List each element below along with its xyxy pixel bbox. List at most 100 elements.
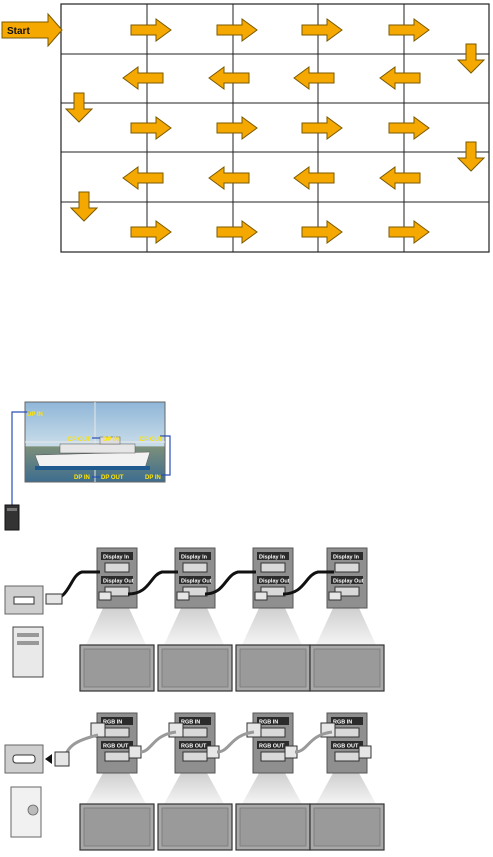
light-beam	[86, 608, 146, 645]
dvi-cable-link-2	[204, 570, 256, 596]
arrow-left-icon	[208, 166, 250, 190]
port-out-label-bg	[331, 741, 363, 749]
label-dp-in-top: DP IN	[27, 412, 43, 418]
port-out-label: Display Out	[103, 579, 134, 585]
arrow-down-icon	[69, 191, 99, 222]
rgb-daisy-chain-diagram: RGB IN RGB OUT RGB IN RGB OUT RGB IN RGB OUT R…	[4, 712, 385, 851]
dvi-connector-icon	[45, 593, 63, 605]
arrow-left-icon	[45, 754, 52, 764]
dvi-connector-icon	[98, 591, 112, 601]
arrow-right-icon	[216, 116, 258, 140]
arrow-right-icon	[130, 116, 172, 140]
label-dp-out-3: DP OUT	[101, 475, 124, 481]
rgb-connector-icon	[54, 751, 70, 767]
port-in-label: RGB IN	[259, 720, 278, 726]
arrow-right-icon	[388, 18, 430, 42]
rgb-connector-icon	[90, 722, 106, 738]
monitor-screen	[313, 807, 381, 847]
arrow-left-icon	[379, 166, 421, 190]
dvi-daisy-chain-diagram: Display In Display Out Display In Display O…	[4, 547, 385, 692]
dvi-pc-drive	[17, 641, 39, 645]
light-beam	[164, 773, 224, 804]
arrow-right-icon	[388, 220, 430, 244]
label-dp-in-3: DP IN	[74, 475, 90, 481]
dvi-connector-icon	[176, 591, 190, 601]
arrow-left-icon	[122, 66, 164, 90]
dp-cable-loop	[160, 435, 171, 476]
port-out-label-bg	[101, 741, 133, 749]
port-in-label-bg	[257, 717, 289, 725]
port-out-label-bg	[179, 576, 211, 584]
port-out-label-bg	[257, 741, 289, 749]
port-out-label: RGB OUT	[103, 744, 129, 750]
arrow-down-icon	[456, 141, 486, 172]
rgb-connector-icon	[168, 722, 184, 738]
port-in-socket	[104, 727, 130, 738]
displayport-daisy-chain-diagram: DP IN DP OUT DP IN DP OUT DP IN DP IN DP…	[4, 401, 171, 531]
port-out-label: Display Out	[181, 579, 212, 585]
port-out-socket	[104, 751, 130, 762]
light-beam	[86, 773, 146, 804]
port-in-label: Display In	[259, 555, 286, 561]
rgb-connector-icon	[128, 745, 142, 759]
rgb-pc-fan	[27, 804, 39, 816]
ship-funnel	[99, 436, 121, 445]
rgb-cable-link-3	[294, 730, 333, 754]
arrow-left-icon	[379, 66, 421, 90]
light-beam	[242, 608, 302, 645]
arrow-left-icon	[293, 66, 335, 90]
pc-tower-icon	[4, 504, 20, 531]
rgb-connector-icon	[246, 722, 262, 738]
port-out-label: RGB OUT	[333, 744, 359, 750]
port-out-label-bg	[101, 576, 133, 584]
port-in-label-bg	[101, 717, 133, 725]
port-in-label-bg	[101, 552, 133, 560]
arrow-right-icon	[388, 116, 430, 140]
port-in-label: RGB IN	[181, 720, 200, 726]
ship-hull	[34, 451, 151, 469]
port-out-label: RGB OUT	[181, 744, 207, 750]
light-beam	[316, 608, 376, 645]
rgb-connector-icon	[358, 745, 372, 759]
port-in-socket	[260, 727, 286, 738]
port-in-label: RGB IN	[103, 720, 122, 726]
port-in-socket	[182, 562, 208, 573]
ship-waterline	[35, 466, 150, 470]
dvi-connector-icon	[254, 591, 268, 601]
port-in-label-bg	[331, 717, 363, 725]
light-beam	[242, 773, 302, 804]
dp-cable-pc	[11, 411, 30, 505]
port-in-socket	[334, 562, 360, 573]
arrow-right-icon	[301, 220, 343, 244]
arrow-right-icon	[301, 116, 343, 140]
start-label: Start	[7, 26, 30, 37]
video-wall-grid: Start	[1, 3, 490, 253]
port-out-label-bg	[179, 741, 211, 749]
light-beam	[316, 773, 376, 804]
port-in-label-bg	[179, 717, 211, 725]
arrow-right-icon	[216, 18, 258, 42]
label-dp-out-2: DP OUT	[140, 437, 163, 443]
port-in-label: Display In	[333, 555, 360, 561]
port-out-socket	[182, 751, 208, 762]
port-in-label-bg	[331, 552, 363, 560]
arrow-left-icon	[293, 166, 335, 190]
port-in-socket	[104, 562, 130, 573]
port-out-label: Display Out	[333, 579, 364, 585]
monitor-screen	[83, 807, 151, 847]
monitor-screen	[161, 807, 229, 847]
port-in-label: Display In	[181, 555, 208, 561]
port-in-socket	[334, 727, 360, 738]
rgb-pc-port-icon	[12, 754, 36, 764]
monitor-screen	[313, 648, 381, 688]
pc-drive-bay	[7, 508, 17, 511]
arrow-right-icon	[130, 18, 172, 42]
arrow-right-icon	[301, 18, 343, 42]
rgb-cable-link-1	[139, 730, 177, 754]
label-dp-in-2: DP IN	[145, 475, 161, 481]
monitor-screen	[83, 648, 151, 688]
arrow-left-icon	[208, 66, 250, 90]
monitor-screen	[239, 807, 307, 847]
port-out-label: RGB OUT	[259, 744, 285, 750]
